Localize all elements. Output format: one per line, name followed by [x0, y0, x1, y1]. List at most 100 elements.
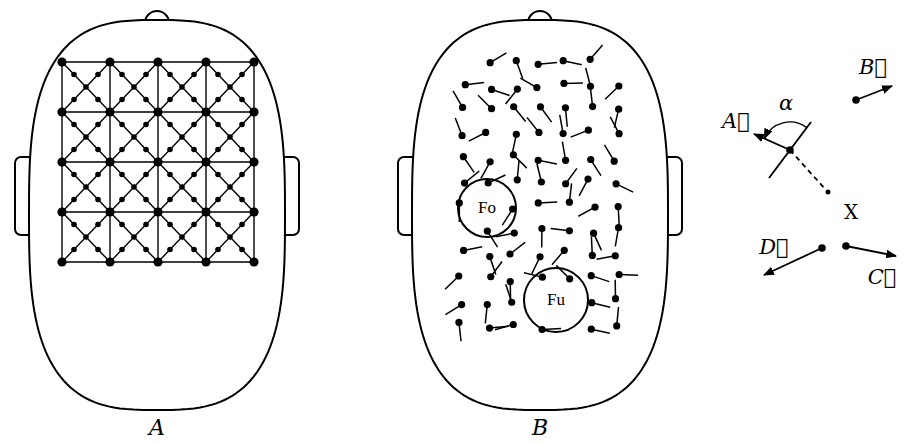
electrode-dot: [249, 157, 258, 166]
electrode-dot: [227, 84, 233, 90]
electrode-dot: [215, 72, 221, 78]
electrode-dot: [538, 178, 545, 185]
grid-line: [206, 162, 254, 212]
grid-line: [206, 112, 254, 162]
electrode-dot: [487, 273, 494, 280]
electrode-dot: [119, 72, 125, 78]
electrode-dot: [513, 57, 520, 64]
electrode-dot: [539, 274, 546, 281]
electrode-dot: [818, 244, 826, 252]
electrode-dot: [215, 147, 221, 153]
grid-line: [62, 162, 110, 212]
grid-line: [158, 162, 206, 212]
electrode-dot: [615, 130, 622, 137]
electrode-dot: [484, 227, 491, 234]
electrode-dot: [105, 57, 114, 66]
electrode-dot: [533, 84, 540, 91]
grid-line: [158, 212, 206, 262]
electrode-dot: [584, 175, 591, 182]
region-label: Fo: [478, 199, 496, 218]
region-label: Fu: [547, 291, 565, 310]
electrode-dot: [119, 147, 125, 153]
electrode-dot: [585, 127, 592, 134]
grid-line: [158, 162, 206, 212]
electrode-dot: [201, 207, 210, 216]
electrode-dot: [239, 222, 245, 228]
electrode-dot: [57, 107, 66, 116]
electrode-dot: [538, 225, 545, 232]
grid-line: [110, 62, 158, 112]
electrode-dot: [227, 234, 233, 240]
electrode-dot: [191, 122, 197, 128]
grid-line: [62, 112, 110, 162]
electrode-dot: [615, 224, 622, 231]
electrode-dot: [239, 247, 245, 253]
electrode-dot: [83, 184, 89, 190]
electrode-dot: [179, 184, 185, 190]
electrode-dot: [249, 257, 258, 266]
vector-label: B⃗: [859, 54, 887, 81]
electrode-dot: [83, 134, 89, 140]
electrode-dot: [588, 272, 595, 279]
electrode-dot: [587, 56, 594, 63]
circle-outline: [458, 179, 516, 237]
electrode-dot: [566, 275, 573, 282]
grid-line: [110, 162, 158, 212]
electrode-dot: [485, 179, 492, 186]
electrode-dot: [167, 247, 173, 253]
electrode-dot: [191, 97, 197, 103]
electrode-dot: [588, 299, 595, 306]
electrode-dot: [615, 82, 622, 89]
electrode-dot: [191, 197, 197, 203]
electrode-dot: [143, 147, 149, 153]
electrode-dot: [612, 180, 619, 187]
grid-line: [62, 112, 110, 162]
electrode-dot: [105, 207, 114, 216]
grid-line: [110, 62, 158, 112]
electrode-dot: [249, 107, 258, 116]
electrode-dot: [615, 106, 622, 113]
electrode-dot: [508, 299, 515, 306]
electrode-dot: [852, 96, 860, 104]
electrode-dot: [105, 257, 114, 266]
electrode-dot: [462, 81, 469, 88]
oriented-electrodes: [445, 45, 638, 341]
electrode-dot: [143, 222, 149, 228]
electrode-dot: [459, 104, 466, 111]
electrode-dot: [513, 131, 520, 138]
electrode-dot: [215, 197, 221, 203]
grid-line: [62, 212, 110, 262]
electrode-dot: [71, 97, 77, 103]
vector-arrow: [846, 246, 896, 256]
electrode-dot: [167, 147, 173, 153]
electrode-dot: [511, 230, 518, 237]
electrode-dot: [167, 197, 173, 203]
grid-line: [206, 162, 254, 212]
electrode-dot: [249, 207, 258, 216]
electrode-dot: [612, 252, 619, 259]
electrode-dot: [57, 57, 66, 66]
panel-label: B: [532, 414, 548, 443]
electrode-dot: [215, 122, 221, 128]
electrode-dot: [119, 222, 125, 228]
electrode-dot: [71, 172, 77, 178]
electrode-dot: [95, 247, 101, 253]
electrode-grid: [57, 57, 258, 266]
electrode-dot: [201, 57, 210, 66]
electrode-dot: [57, 157, 66, 166]
electrode-dot: [561, 247, 568, 254]
head-b: [398, 11, 682, 410]
grid-line: [206, 62, 254, 112]
electrode-dot: [105, 107, 114, 116]
electrode-dot: [143, 197, 149, 203]
head-a: [15, 11, 299, 410]
electrode-dot: [179, 134, 185, 140]
electrode-dot: [458, 301, 465, 308]
electrode-dot: [484, 301, 491, 308]
electrode-dot: [143, 172, 149, 178]
electrode-dot: [95, 72, 101, 78]
electrode-dot: [57, 207, 66, 216]
electrode-dot: [119, 172, 125, 178]
electrode-dot: [461, 179, 468, 186]
electrode-dot: [201, 107, 210, 116]
